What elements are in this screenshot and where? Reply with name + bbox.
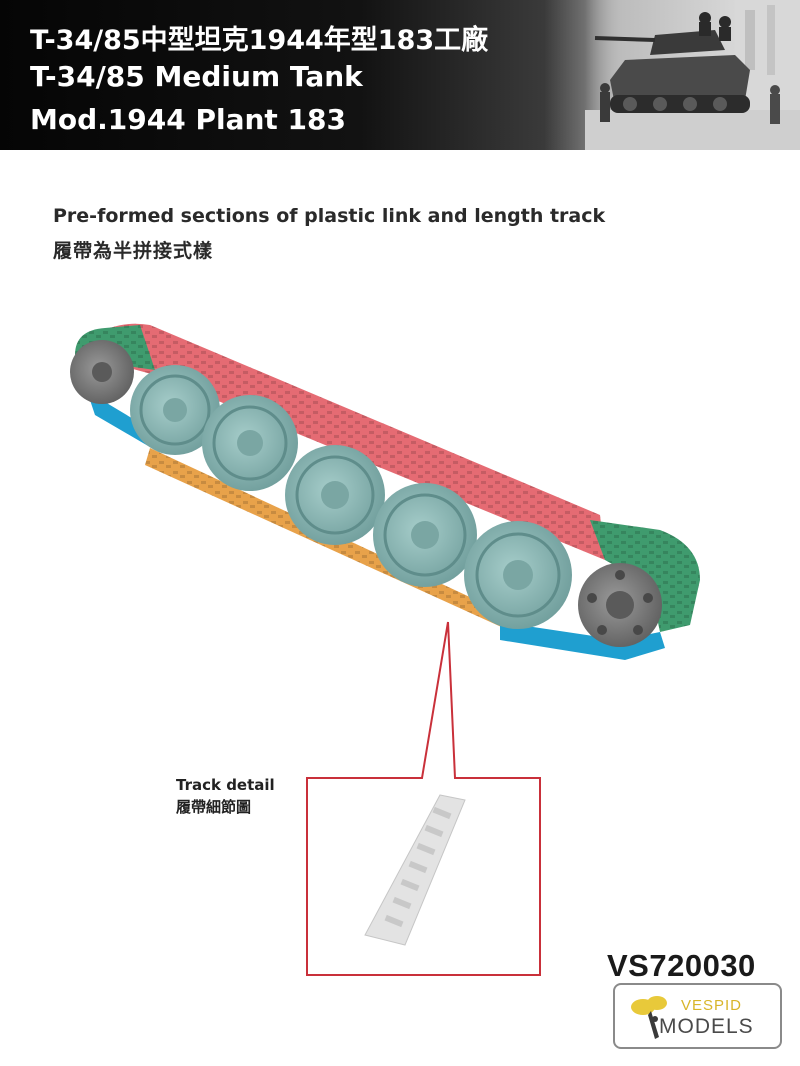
title-zh: T-34/85中型坦克1944年型183工廠 [30,25,489,56]
title-en-line1: T-34/85 Medium Tank [30,60,363,93]
lower-track-blue-right [500,622,665,660]
road-wheel-2 [202,395,298,491]
road-wheel-5 [464,521,572,629]
logo-word-vespid: VESPID [681,997,743,1014]
idler-wheel-front [70,340,134,404]
header-banner: T-34/85中型坦克1944年型183工廠 T-34/85 Medium Ta… [0,0,800,150]
track-link-detail [364,794,466,946]
tank-photo [585,0,800,150]
road-wheel-4 [373,483,477,587]
caption-zh: 履帶為半拼接式樣 [53,240,214,262]
vespid-bee-logo [631,996,667,1039]
idler-wheel-rear [578,563,662,647]
vespid-logo: VESPID MODELS [613,983,782,1049]
product-code: VS720030 [607,948,756,983]
title-en-line2: Mod.1944 Plant 183 [30,103,346,136]
track-assembly-render [70,323,700,660]
road-wheel-1 [130,365,220,455]
track-detail-label-zh: 履帶細節圖 [176,798,252,816]
road-wheel-3 [285,445,385,545]
logo-word-models: MODELS [659,1015,754,1038]
track-detail-label-en: Track detail [176,776,275,794]
caption-en: Pre-formed sections of plastic link and … [53,205,606,227]
